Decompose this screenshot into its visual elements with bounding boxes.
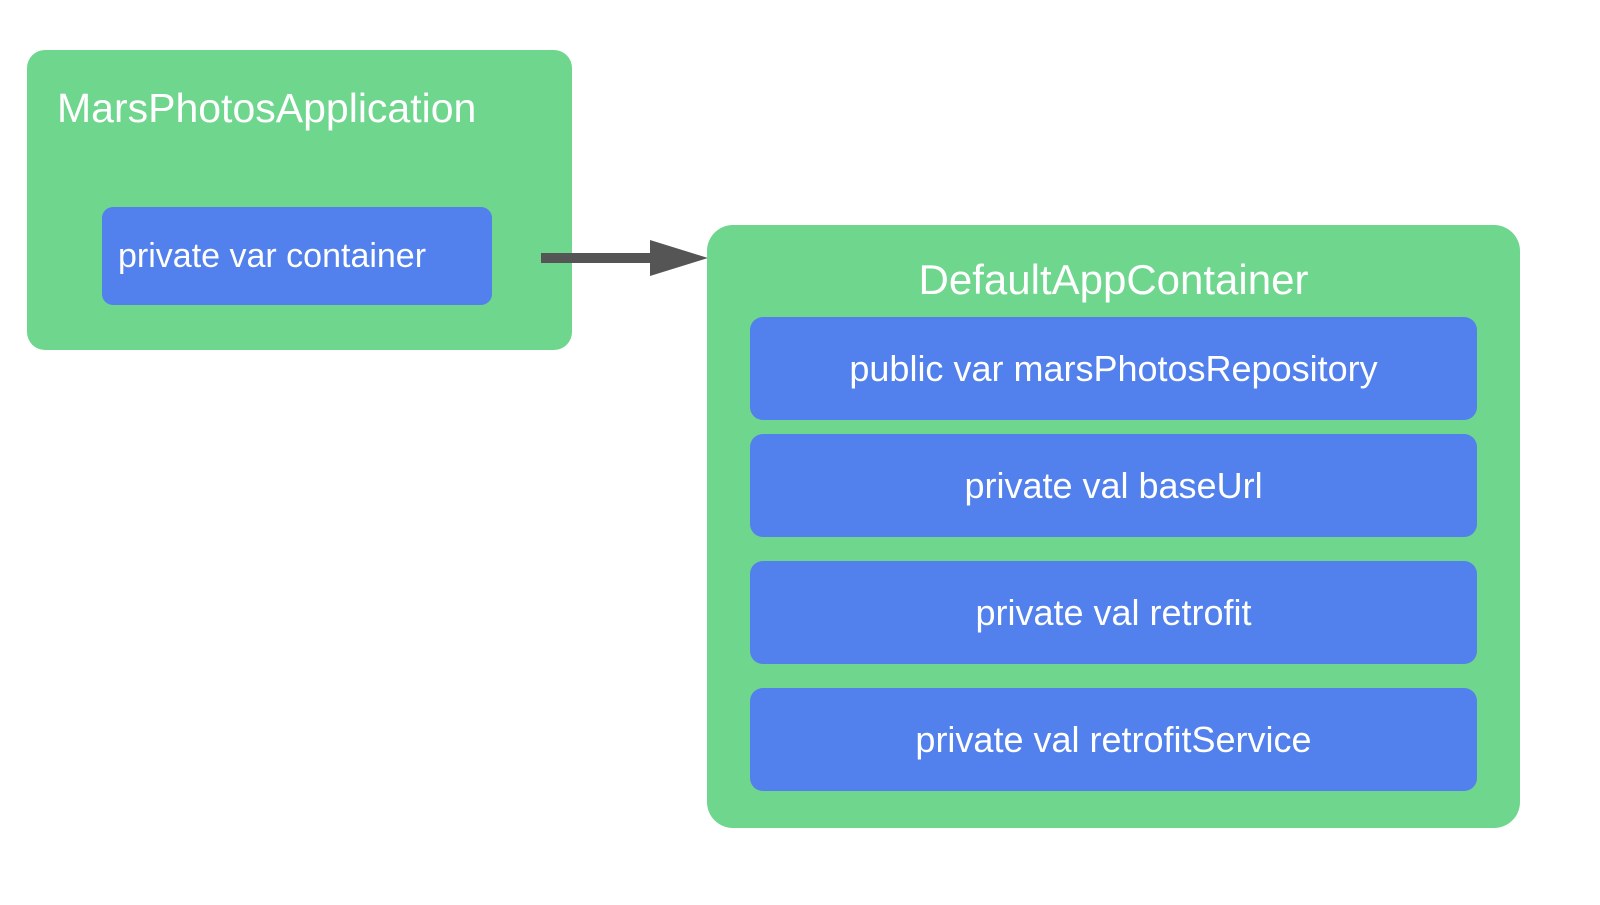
member-label-retrofit: private val retrofit [975, 591, 1252, 633]
member-block-container[interactable]: private var container [102, 207, 492, 305]
member-label-mars-photos-repository: public var marsPhotosRepository [849, 347, 1378, 389]
member-block-retrofit[interactable]: private val retrofit [750, 561, 1477, 664]
connector-arrow-container-to-default-app-container [541, 240, 708, 276]
member-label-base-url: private val baseUrl [964, 464, 1263, 506]
class-block-default-app-container[interactable]: DefaultAppContainer public var marsPhoto… [707, 225, 1520, 828]
class-title-mars-photos-application: MarsPhotosApplication [57, 85, 477, 131]
member-block-retrofit-service[interactable]: private val retrofitService [750, 688, 1477, 791]
member-block-base-url[interactable]: private val baseUrl [750, 434, 1477, 537]
class-title-default-app-container: DefaultAppContainer [918, 256, 1309, 303]
member-label-container: private var container [118, 237, 427, 275]
member-label-retrofit-service: private val retrofitService [915, 718, 1312, 760]
member-block-mars-photos-repository[interactable]: public var marsPhotosRepository [750, 317, 1477, 420]
arrow-head-icon [650, 240, 708, 276]
class-block-mars-photos-application[interactable]: MarsPhotosApplication private var contai… [27, 50, 572, 350]
